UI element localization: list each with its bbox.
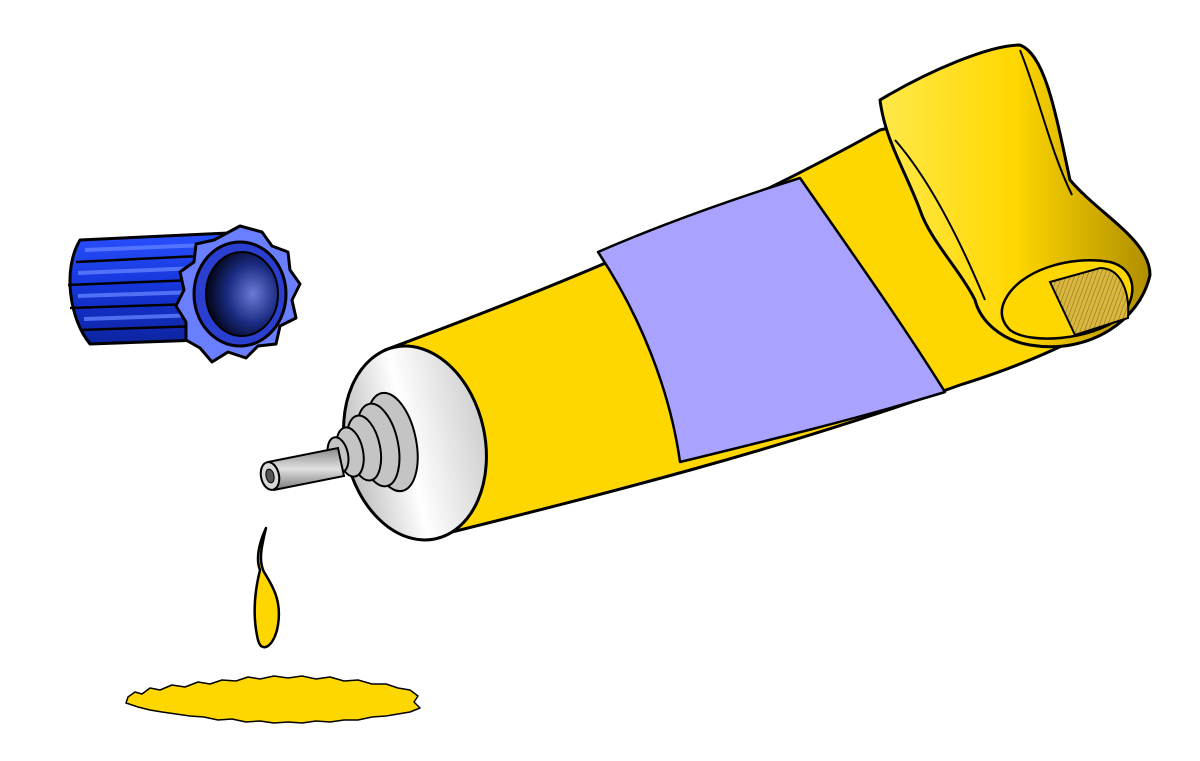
tube-crimp-fold-line: [894, 139, 986, 301]
cap-inner-hole: [205, 251, 279, 337]
tube-crimp-inner: [1048, 266, 1130, 337]
cap-ribs: [67, 254, 201, 332]
glue-tube-icon: [326, 43, 1152, 542]
nozzle-icon: [259, 446, 346, 492]
cap-rib-highlights: [77, 243, 206, 321]
glue-drop-icon: [253, 526, 281, 649]
screw-cap-icon: [67, 224, 302, 364]
tube-crimp-fold-line-2: [1019, 49, 1073, 196]
glue-puddle-icon: [125, 675, 421, 724]
tube-label-band: [596, 176, 947, 464]
nozzle-hole: [265, 468, 275, 484]
